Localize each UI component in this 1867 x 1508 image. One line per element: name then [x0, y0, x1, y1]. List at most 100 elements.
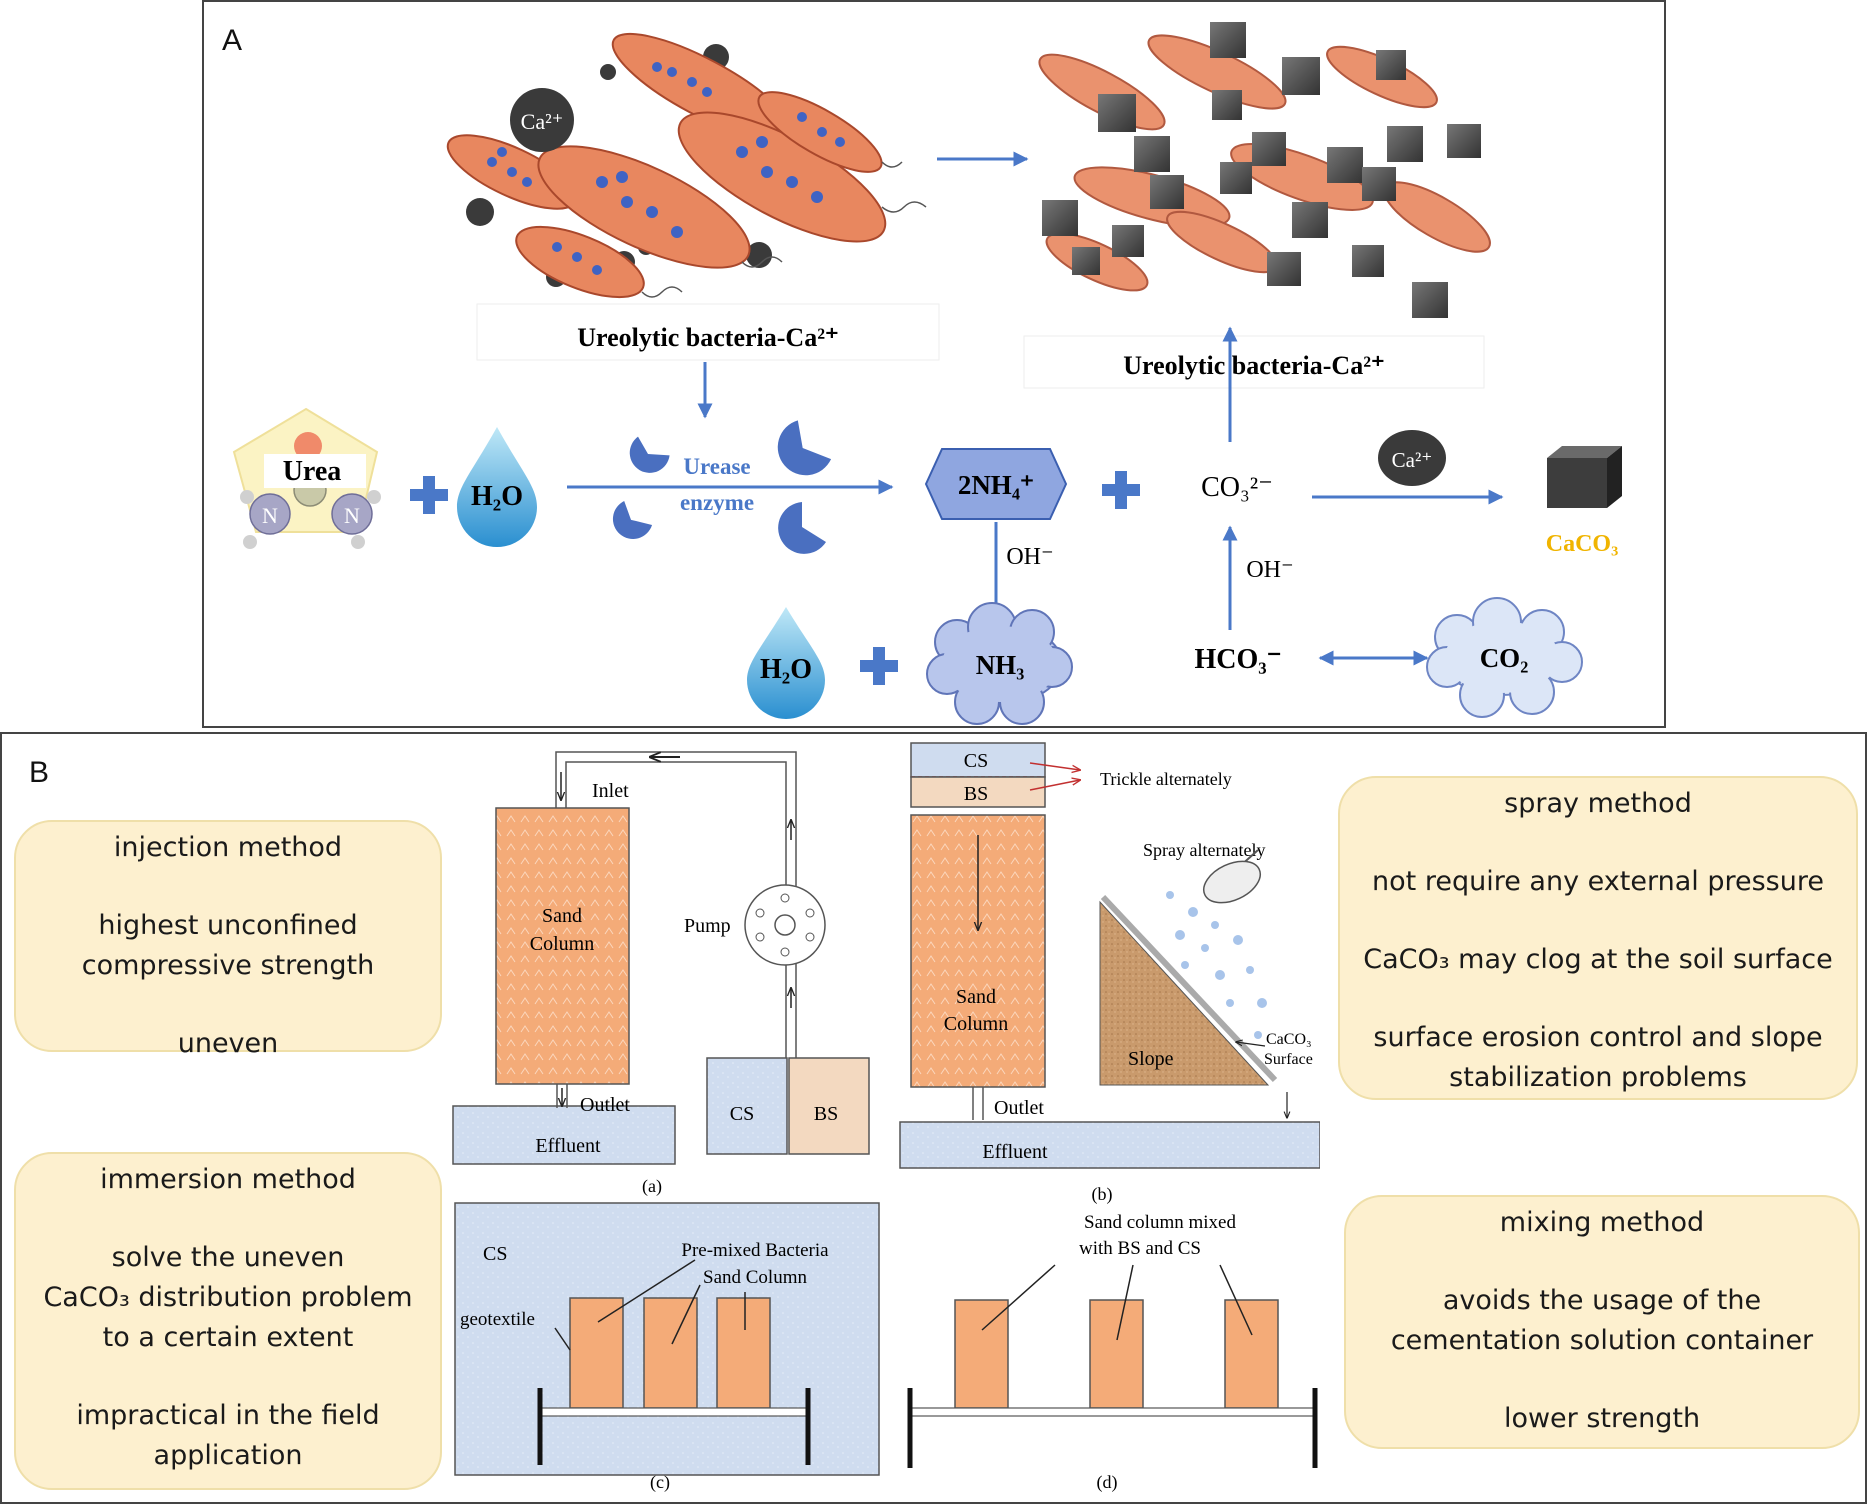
hydroxide-label-2: OH⁻ — [1246, 557, 1293, 583]
plus-icon — [1102, 471, 1140, 509]
urea-molecule: N N Urea — [232, 407, 381, 549]
fig-a-sand-label-2: Column — [530, 933, 594, 955]
left-caption: Ureolytic bacteria-Ca²⁺ — [577, 323, 838, 352]
panel-a-diagram: Ca²⁺ — [232, 22, 1622, 725]
fig-a-cs-container — [706, 1057, 788, 1155]
enzyme-label-1: Urease — [683, 454, 750, 479]
fig-b-bs-label: BS — [964, 783, 988, 805]
panel-b-letter: B — [29, 756, 50, 789]
spray-line-3: surface erosion control and slope — [1373, 1022, 1823, 1053]
fig-b-effluent-label: Effluent — [982, 1141, 1048, 1163]
fig-c-sand-column — [569, 1297, 624, 1409]
fig-d-sand-column — [954, 1299, 1009, 1409]
fig-a-pump-label: Pump — [684, 915, 731, 937]
panel-a-letter: A — [222, 24, 243, 57]
fig-a-cs-label: CS — [730, 1103, 754, 1125]
bacteria-cluster-right — [1038, 22, 1491, 318]
urease-enzyme-icon — [612, 420, 832, 554]
bicarbonate-label: HCO₃⁻ — [1195, 644, 1282, 675]
fig-d-sand-column — [1089, 1299, 1144, 1409]
immersion-line-2: CaCO₃ distribution problem — [43, 1282, 413, 1313]
fig-c-premixed-label-2: Sand Column — [703, 1267, 807, 1288]
urea-label: Urea — [283, 456, 342, 487]
method-schematics: Effluent Sand Column Inlet Pump Outlet C… — [452, 742, 1320, 1493]
fig-a-effluent-label: Effluent — [535, 1135, 601, 1157]
injection-line-2: compressive strength — [81, 950, 375, 981]
fig-a-sand-label-1: Sand — [542, 905, 582, 927]
spray-line-1: not require any external pressure — [1372, 866, 1824, 897]
fig-b-caco3-surface — [1100, 894, 1278, 1083]
ammonia-label: NH₃ — [976, 650, 1025, 680]
left-caption-box — [476, 303, 940, 361]
figure-d-mixing: Sand column mixed with BS and CS (d) — [907, 1212, 1318, 1493]
fig-a-pump-icon — [744, 884, 826, 966]
fig-c-platform — [539, 1407, 809, 1417]
urea-n-left: N — [262, 503, 278, 528]
plus-icon — [410, 476, 448, 514]
injection-title: injection method — [113, 832, 343, 863]
fig-c-cs-label: CS — [483, 1243, 507, 1265]
figure-a-injection: Effluent Sand Column Inlet Pump Outlet C… — [452, 751, 870, 1197]
immersion-line-1: solve the uneven — [111, 1242, 345, 1273]
immersion-method-card: immersion method solve the uneven CaCO₃ … — [14, 1152, 442, 1490]
ca-ion-bubble-2 — [1378, 430, 1446, 486]
fig-b-cs-label: CS — [964, 750, 988, 772]
injection-line-1: highest unconfined — [98, 910, 358, 941]
fig-d-caption: (d) — [1097, 1472, 1118, 1493]
water-drop-icon — [457, 427, 537, 547]
immersion-line-4: impractical in the field — [76, 1400, 380, 1431]
fig-a-sand-column — [495, 807, 630, 1085]
hydroxide-label-1: OH⁻ — [1006, 544, 1053, 570]
fig-c-geotextile-label: geotextile — [460, 1309, 535, 1330]
spray-line-2: CaCO₃ may clog at the soil surface — [1363, 944, 1833, 975]
mixing-title: mixing method — [1499, 1207, 1705, 1238]
fig-b-outlet-label: Outlet — [994, 1097, 1044, 1119]
fig-a-caption: (a) — [642, 1176, 662, 1197]
flagella — [641, 161, 927, 298]
water-label: H₂O — [471, 481, 523, 512]
injection-line-3: uneven — [177, 1028, 279, 1059]
fig-c-sand-column — [716, 1297, 771, 1409]
fig-b-surface-label: Surface — [1264, 1051, 1313, 1068]
fig-b-bs-layer — [910, 776, 1046, 808]
caco3-cube-icon — [1547, 446, 1622, 508]
right-caption: Ureolytic bacteria-Ca²⁺ — [1123, 351, 1384, 380]
spray-method-card: spray method not require any external pr… — [1338, 776, 1858, 1100]
spray-title: spray method — [1504, 788, 1692, 819]
fig-a-bs-label: BS — [814, 1103, 838, 1125]
ca-ion-label: Ca²⁺ — [521, 109, 564, 134]
fig-b-slope — [1099, 900, 1270, 1086]
urease-dots — [487, 62, 845, 275]
bacteria-cluster-left: Ca²⁺ — [446, 32, 927, 299]
fig-b-sand-column — [910, 814, 1046, 1088]
fig-b-spray-label: Spray alternately — [1143, 840, 1265, 860]
fig-c-caption: (c) — [650, 1472, 670, 1493]
mixing-line-2: cementation solution container — [1390, 1325, 1814, 1356]
fig-b-effluent-tank — [899, 1121, 1320, 1169]
ca-ion-label-2: Ca²⁺ — [1392, 448, 1433, 472]
fig-b-caption: (b) — [1092, 1184, 1113, 1205]
bacterium — [446, 32, 887, 299]
fig-d-mixed-label-2: with BS and CS — [1079, 1238, 1201, 1259]
mixing-method-card: mixing method avoids the usage of the ce… — [1344, 1195, 1860, 1449]
fig-a-effluent-tank — [452, 1105, 676, 1165]
fig-c-premixed-label-1: Pre-mixed Bacteria — [681, 1240, 829, 1261]
immersion-line-5: application — [153, 1440, 303, 1471]
caco3-crystal — [1042, 22, 1481, 318]
caco3-label: CaCO₃ — [1546, 531, 1619, 557]
fig-b-trickle-label: Trickle alternately — [1100, 769, 1232, 789]
co2-label: CO₂ — [1480, 643, 1529, 673]
injection-method-card: injection method highest unconfined comp… — [14, 820, 442, 1059]
fig-b-sand-label-1: Sand — [956, 986, 996, 1008]
fig-d-platform — [909, 1407, 1316, 1417]
fig-c-sand-column — [643, 1297, 698, 1409]
fig-b-sand-label-2: Column — [944, 1013, 1008, 1035]
immersion-title: immersion method — [100, 1164, 356, 1195]
fig-a-inlet-label: Inlet — [592, 780, 629, 802]
mixing-line-3: lower strength — [1503, 1403, 1701, 1434]
mixing-line-1: avoids the usage of the — [1442, 1285, 1762, 1316]
panel-a: A — [202, 0, 1666, 728]
spray-droplets — [1166, 891, 1267, 1039]
water-label-2: H₂O — [760, 654, 812, 685]
fig-a-outlet-label: Outlet — [580, 1094, 630, 1116]
